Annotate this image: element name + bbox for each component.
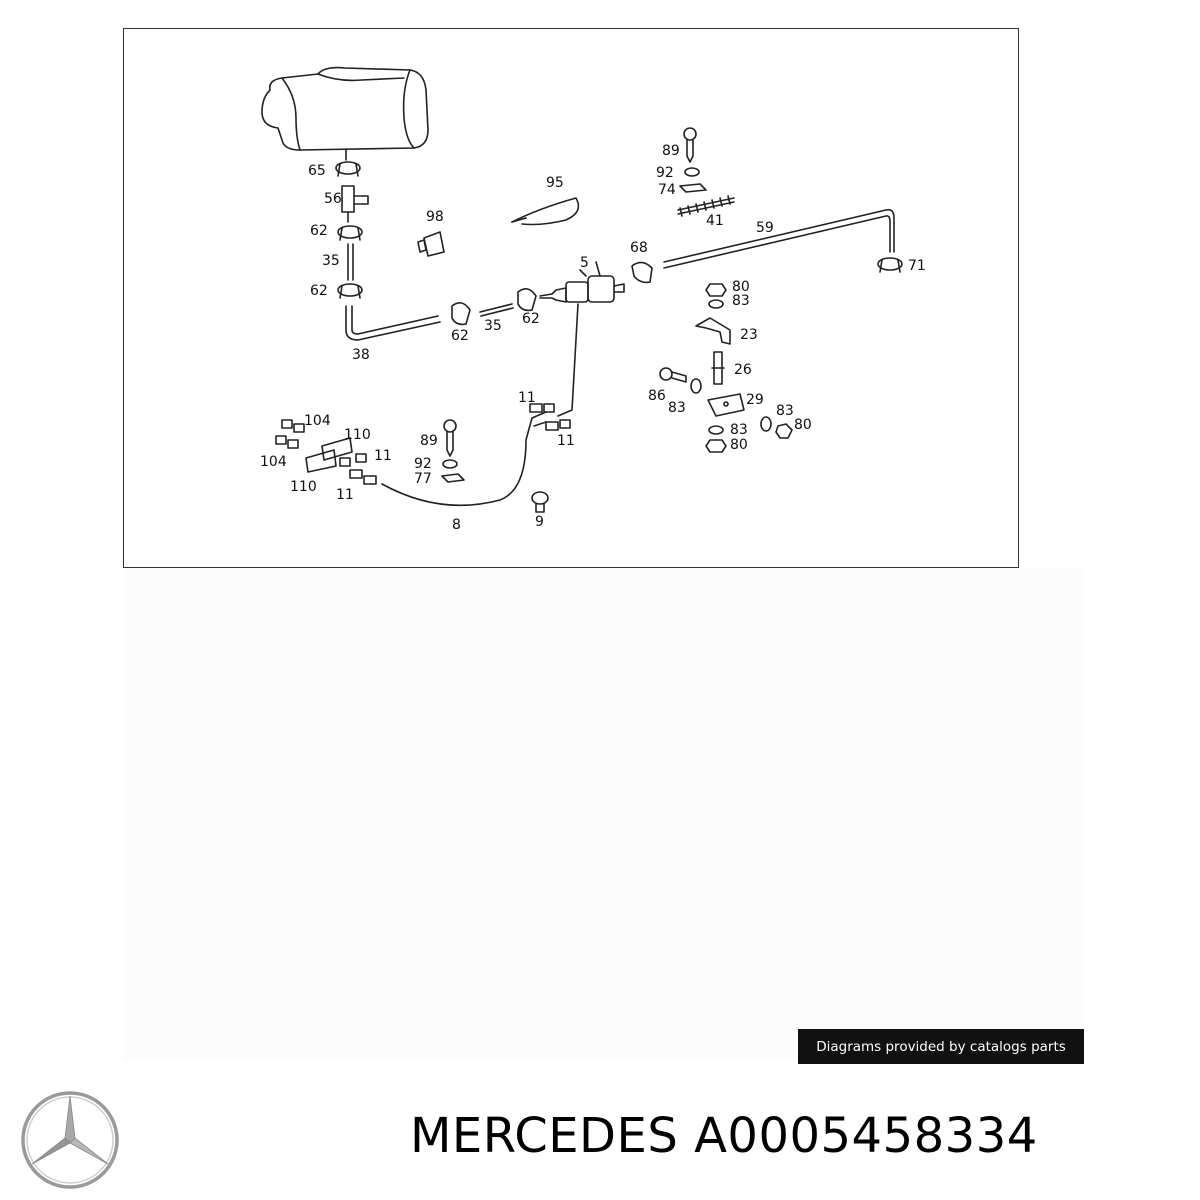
connector-11-left [349,469,377,485]
callout-35: 35 [484,318,502,334]
washer-92-top [684,167,700,177]
bracket-23 [695,317,731,345]
callout-38: 38 [352,347,370,363]
callout-104: 104 [304,413,331,429]
connector-104 [275,419,305,449]
callout-62: 62 [522,311,540,327]
washer-92-bottom [442,459,458,469]
callout-23: 23 [740,327,758,343]
nut-80-bottom [705,439,727,453]
callout-80: 80 [794,417,812,433]
pipe-38 [345,305,441,341]
callout-62: 62 [310,223,328,239]
nut-80-top [705,283,727,297]
callout-110: 110 [290,479,317,495]
callout-11: 11 [518,390,536,406]
washer-83-top [708,299,724,309]
callout-77: 77 [414,471,432,487]
diagram-credit-badge: Diagrams provided by catalogs parts [798,1029,1084,1064]
clamp-62-mid [451,302,471,326]
callout-26: 26 [734,362,752,378]
callout-5: 5 [580,255,589,271]
screw-89-bottom [443,419,457,457]
callout-83: 83 [668,400,686,416]
callout-68: 68 [630,240,648,256]
callout-92: 92 [656,165,674,181]
clamp-62-right [517,288,537,312]
part-number-title: MERCEDES A0005458334 [410,1108,1038,1164]
callout-35: 35 [322,253,340,269]
callout-11: 11 [557,433,575,449]
housing-110 [305,437,367,473]
fuel-pump-5 [539,261,625,303]
tie-strap-95 [511,197,580,226]
fuel-line-59 [663,208,895,269]
callout-labels: 65 56 62 35 62 38 62 35 62 98 95 5 68 89… [260,143,926,533]
pipe-35-horizontal [479,303,514,317]
callout-80: 80 [732,279,750,295]
clamp-62-top [337,225,363,241]
washer-83-right [760,416,772,432]
clamp-65 [335,161,361,177]
callout-83: 83 [730,422,748,438]
clamp-68 [631,261,653,284]
callout-92: 92 [414,456,432,472]
callout-89: 89 [420,433,438,449]
grommet-9 [531,491,549,513]
clamp-62-lower [337,283,363,299]
clip-77 [441,473,465,483]
heater-unit-drawing [261,66,429,161]
connector-11-right [545,419,571,431]
callout-56: 56 [324,191,342,207]
background-panel [123,568,1083,1060]
callout-29: 29 [746,392,764,408]
callout-9: 9 [535,514,544,530]
plate-29 [707,393,745,417]
pipe-35-vertical [347,243,354,281]
callout-71: 71 [908,258,926,274]
callout-8: 8 [452,517,461,533]
washer-83-bottom [708,425,724,435]
callout-89: 89 [662,143,680,159]
callout-95: 95 [546,175,564,191]
spring-41 [677,195,735,217]
callout-74: 74 [658,182,676,198]
diagram-frame [123,28,1019,568]
callout-83: 83 [776,403,794,419]
stud-26 [711,351,725,385]
callout-98: 98 [426,209,444,225]
mercedes-star-icon [18,1088,122,1192]
callout-110: 110 [344,427,371,443]
nut-80-right [775,423,793,439]
clip-74 [679,183,707,193]
callout-11: 11 [336,487,354,503]
washer-83-left [690,378,702,394]
callout-41: 41 [706,213,724,229]
callout-62: 62 [310,283,328,299]
callout-86: 86 [648,388,666,404]
callout-59: 59 [756,220,774,236]
clamp-71 [877,257,903,273]
callout-83: 83 [732,293,750,309]
tee-56 [341,185,369,223]
callout-65: 65 [308,163,326,179]
callout-62: 62 [451,328,469,344]
connector-11-top [529,403,555,413]
callout-104: 104 [260,454,287,470]
bolt-86 [659,367,687,383]
screw-89-top [683,127,697,163]
callout-11: 11 [374,448,392,464]
wire-harness-8 [381,303,579,507]
bracket-98 [417,231,445,257]
callout-80: 80 [730,437,748,453]
